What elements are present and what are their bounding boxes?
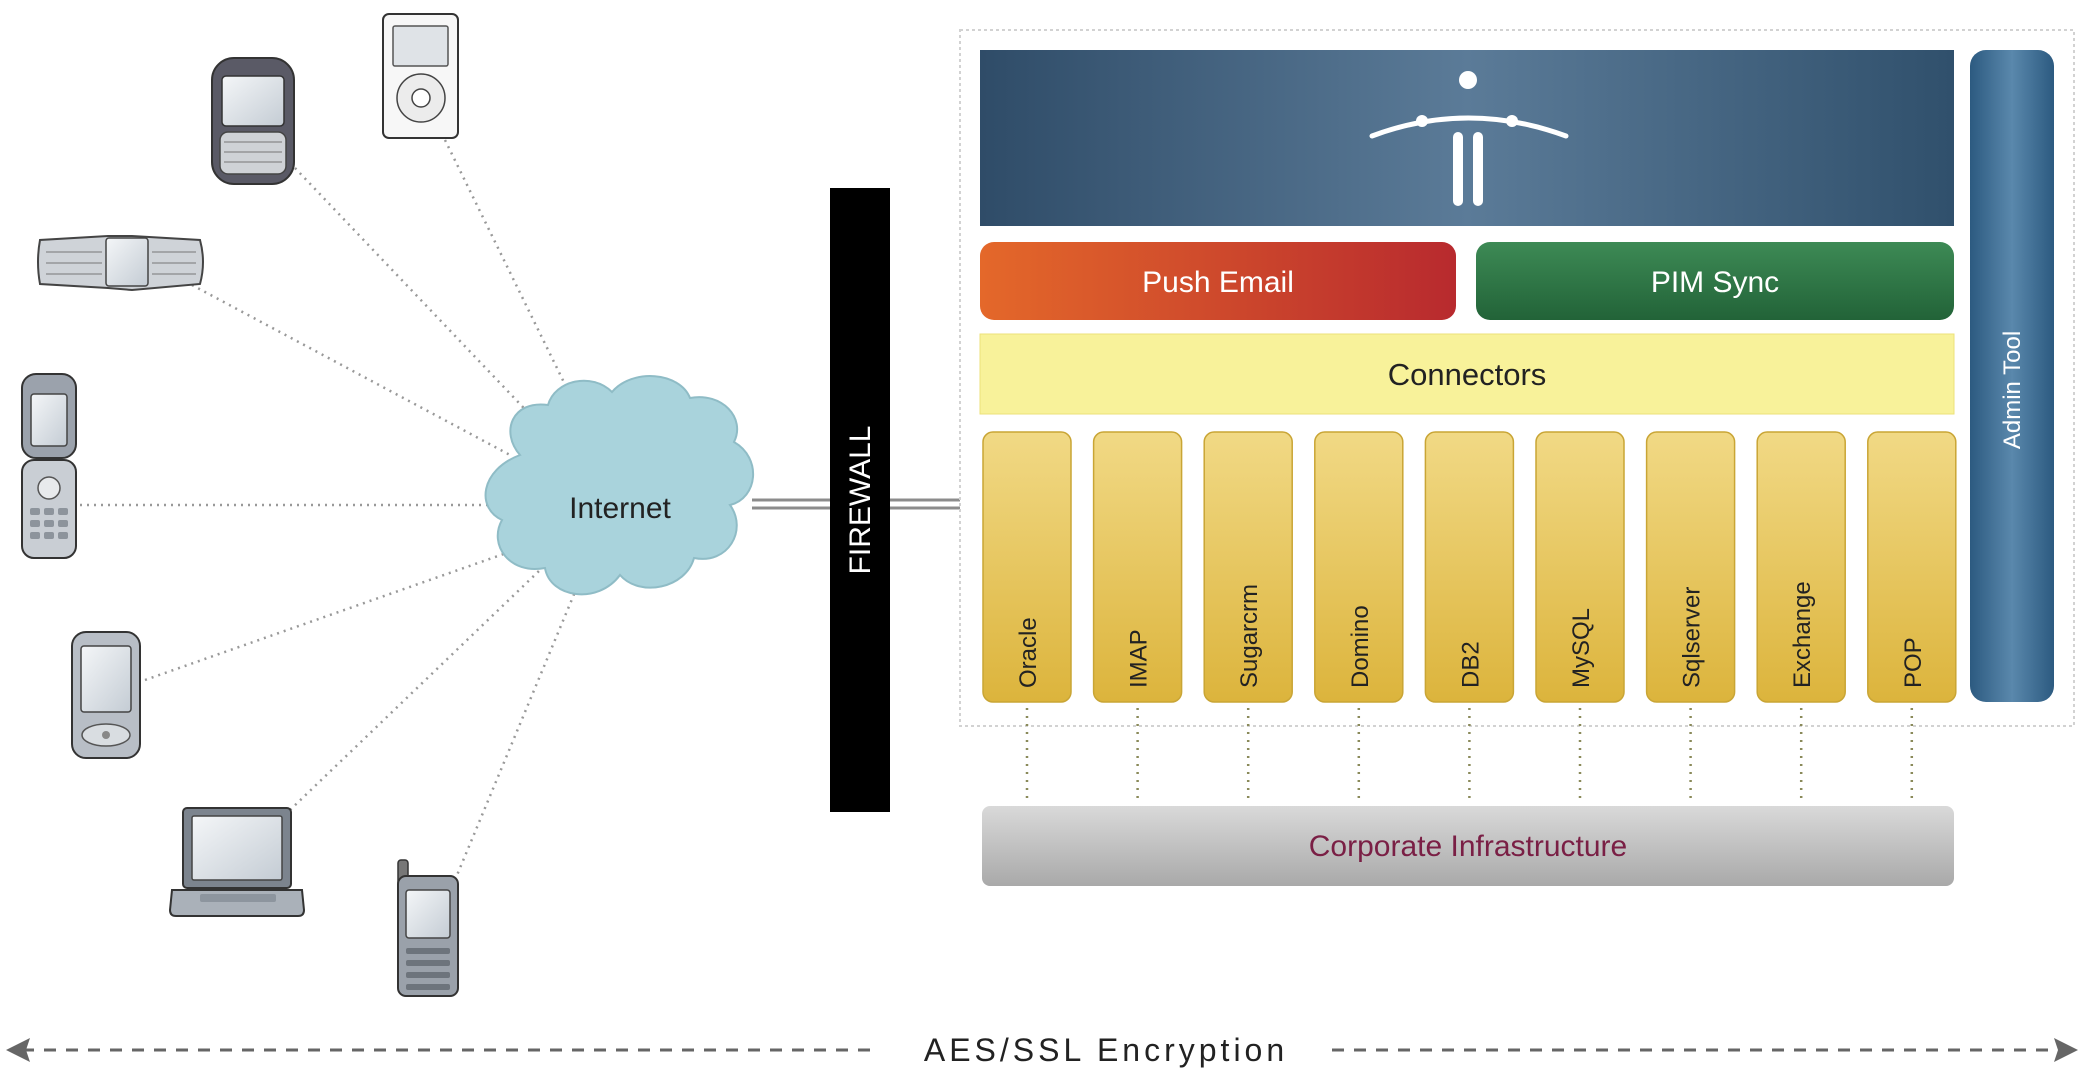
qwerty-phone-icon xyxy=(37,235,204,292)
connector-column: MySQL xyxy=(1535,431,1625,703)
connector-label: IMAP xyxy=(1126,629,1153,688)
internet-label: Internet xyxy=(569,492,671,525)
flip-phone-icon xyxy=(21,373,77,559)
link-qwerty-phone xyxy=(191,283,511,457)
antenna-phone-icon xyxy=(397,859,459,997)
admin-tool-bar: Admin Tool xyxy=(1970,50,2054,702)
right-arrowhead-icon xyxy=(2054,1038,2078,1062)
server-panel: Push Email PIM Sync Connectors Oracle IMA… xyxy=(959,29,2075,727)
smartphone-icon xyxy=(211,57,295,185)
connector-label: Exchange xyxy=(1789,581,1816,688)
left-arrowhead-icon xyxy=(6,1038,30,1062)
firewall-label: FIREWALL xyxy=(844,426,877,575)
connectors-label: Connectors xyxy=(1388,357,1547,392)
push-email-box: Push Email xyxy=(980,242,1456,320)
connector-label: Oracle xyxy=(1015,617,1042,688)
connector-column: Sqlserver xyxy=(1645,431,1736,703)
link-antenna-phone xyxy=(453,579,582,881)
connector-columns: Oracle IMAP Sugarcrm Domino DB2 MySQL Sqlserve… xyxy=(982,431,1957,703)
connector-column: Exchange xyxy=(1756,431,1846,703)
link-laptop xyxy=(289,569,541,811)
internet-cloud: Internet xyxy=(484,375,755,596)
connector-column: POP xyxy=(1867,431,1957,703)
device-links xyxy=(80,139,582,881)
logo-icon xyxy=(1369,71,1569,206)
connector-label: DB2 xyxy=(1457,641,1484,688)
connector-label: POP xyxy=(1900,637,1927,688)
link-media-player xyxy=(443,139,582,416)
media-player-icon xyxy=(382,13,459,139)
corporate-infrastructure-label: Corporate Infrastructure xyxy=(1309,830,1627,863)
connector-label: Sqlserver xyxy=(1679,587,1706,688)
pim-sync-label: PIM Sync xyxy=(1651,266,1779,299)
firewall: FIREWALL xyxy=(830,188,890,812)
connector-column: Domino xyxy=(1314,431,1404,703)
encryption-arrow: AES/SSL Encryption xyxy=(6,1032,2078,1068)
connector-label: Domino xyxy=(1347,605,1374,688)
connector-column: Oracle xyxy=(982,431,1072,703)
link-smartphone xyxy=(294,167,541,426)
corporate-infrastructure-box: Corporate Infrastructure xyxy=(982,806,1954,886)
admin-tool-label: Admin Tool xyxy=(1999,331,2026,449)
connector-label: MySQL xyxy=(1568,608,1595,688)
connector-column: DB2 xyxy=(1424,431,1515,703)
connector-links xyxy=(1025,708,1914,804)
pda-icon xyxy=(71,631,141,759)
server-header xyxy=(980,50,1954,226)
laptop-icon xyxy=(168,807,306,917)
connector-column: IMAP xyxy=(1092,431,1183,703)
push-email-label: Push Email xyxy=(1142,266,1294,299)
connector-column: Sugarcrm xyxy=(1203,431,1293,703)
link-pda xyxy=(144,548,516,682)
connectors-band: Connectors xyxy=(979,333,1955,415)
encryption-label: AES/SSL Encryption xyxy=(924,1032,1288,1068)
network-link xyxy=(752,498,960,510)
connector-label: Sugarcrm xyxy=(1236,584,1263,688)
pim-sync-box: PIM Sync xyxy=(1476,242,1954,320)
